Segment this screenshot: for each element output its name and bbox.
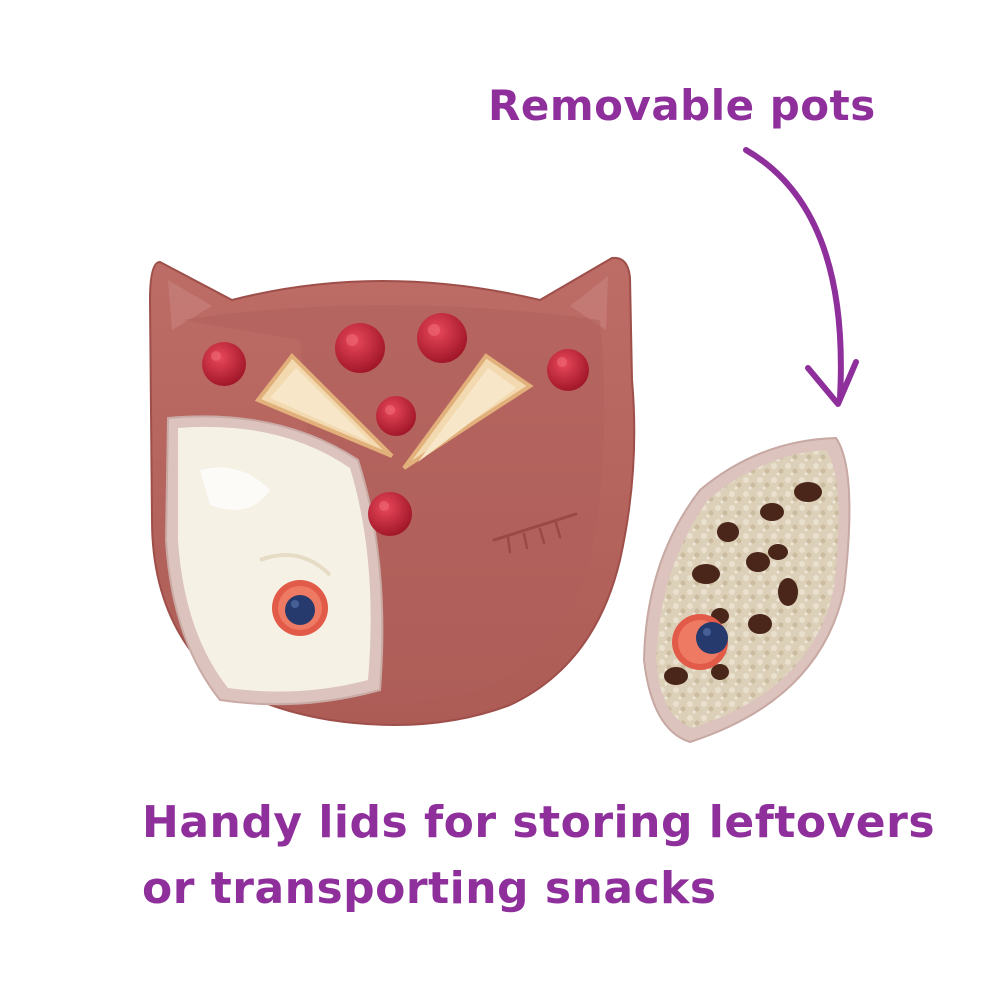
raspberries xyxy=(202,313,589,536)
yogurt xyxy=(178,426,371,692)
raspberry xyxy=(417,313,467,363)
raspberry xyxy=(202,342,246,386)
blueberry xyxy=(285,595,315,625)
caption-line-2: or transporting snacks xyxy=(142,863,717,914)
closed-eye-emboss xyxy=(492,512,578,542)
raspberry xyxy=(368,492,412,536)
raisins xyxy=(664,482,822,685)
handy-lids-caption: Handy lids for storing leftovers or tran… xyxy=(142,790,935,922)
removed-porridge-pot xyxy=(642,436,851,744)
toast-ears xyxy=(254,352,534,470)
curved-arrow-icon xyxy=(743,147,859,407)
raspberry xyxy=(547,349,589,391)
plate-left-ear xyxy=(168,280,212,330)
plate-right-ear xyxy=(570,276,608,330)
removable-pots-caption: Removable pots xyxy=(488,81,876,130)
eyelashes-emboss xyxy=(506,521,562,554)
yogurt-pot xyxy=(164,415,384,706)
raspberry xyxy=(376,396,416,436)
blueberry xyxy=(696,622,728,654)
caption-line-1: Handy lids for storing leftovers xyxy=(142,797,936,848)
raspberry xyxy=(335,323,385,373)
